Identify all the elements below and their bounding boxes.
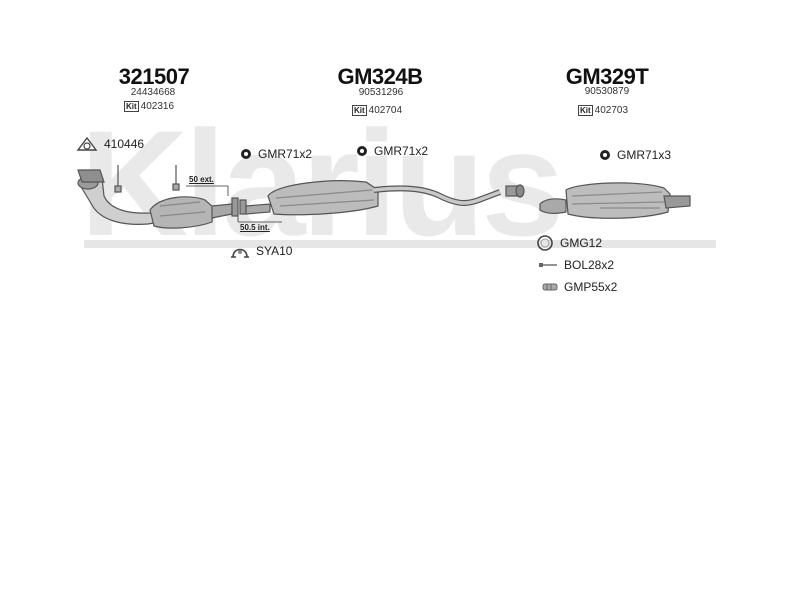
clamp-label: SYA10 (256, 244, 293, 258)
kit-number: 402316 (140, 101, 175, 112)
mount-1-label: GMR71x2 (258, 147, 313, 161)
accessory-clamp: SYA10 (230, 243, 292, 259)
spring-icon (542, 283, 558, 291)
part-number-rear-silencer: GM329T (565, 64, 649, 89)
rubber-mount-icon (241, 149, 251, 159)
accessory-mount-2: GMR71x2 (356, 144, 428, 158)
kit-badge: Kit (124, 101, 139, 112)
gasket-icon (76, 136, 98, 151)
kit-number: 402703 (594, 105, 629, 116)
kit-row-rear-silencer: Kit 402703 (578, 105, 628, 116)
part-number-catalyst-section: 321507 (118, 64, 190, 89)
spring-label: GMP55x2 (564, 280, 618, 294)
flange-joint (231, 197, 247, 217)
oem-number-catalyst-section: 24434668 (130, 87, 176, 98)
dimension-ext-label: 50 ext. (189, 175, 214, 184)
kit-row-center-silencer: Kit 402704 (352, 105, 402, 116)
front-pipe (77, 169, 161, 225)
accessory-ring: GMG12 (536, 234, 602, 252)
oem-number-rear-silencer: 90530879 (584, 86, 630, 97)
oxygen-sensors (114, 165, 180, 193)
accessory-mount-3: GMR71x3 (599, 148, 671, 162)
bolt-label: BOL28x2 (564, 258, 615, 272)
oem-number-center-silencer: 90531296 (358, 87, 404, 98)
mount-3-label: GMR71x3 (617, 148, 672, 162)
accessory-bolt: BOL28x2 (538, 258, 614, 272)
part-number-center-silencer: GM324B (337, 64, 423, 89)
rear-silencer (539, 182, 691, 219)
ring-label: GMG12 (560, 236, 603, 250)
accessory-spring: GMP55x2 (542, 280, 617, 294)
rubber-mount-icon (357, 146, 367, 156)
accessory-gasket: 410446 (76, 136, 144, 152)
bolt-icon (539, 263, 557, 267)
kit-badge: Kit (352, 105, 367, 116)
gasket-label: 410446 (104, 137, 145, 151)
kit-number: 402704 (368, 105, 403, 116)
rubber-mount-icon (600, 150, 610, 160)
mount-2-label: GMR71x2 (374, 144, 429, 158)
kit-badge: Kit (578, 105, 593, 116)
watermark-underline (84, 240, 716, 248)
center-silencer (245, 180, 525, 216)
dimension-int-label: 50.5 int. (240, 223, 270, 232)
ring-icon (537, 235, 553, 251)
clamp-icon (231, 248, 249, 258)
kit-row-catalyst-section: Kit 402316 (124, 101, 174, 112)
accessory-mount-1: GMR71x2 (240, 147, 312, 161)
catalytic-converter (149, 196, 233, 229)
